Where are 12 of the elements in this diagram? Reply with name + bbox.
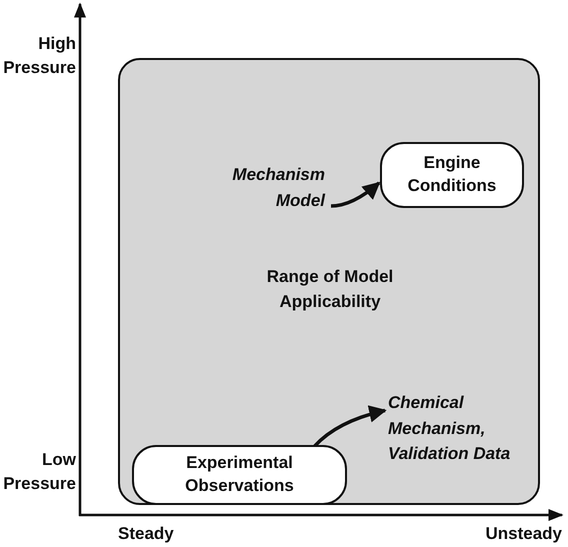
arrow-label: Chemical Mechanism, Validation Data bbox=[388, 390, 548, 472]
axis-label: High Pressure bbox=[2, 33, 76, 79]
conditions-box: Engine Conditions bbox=[380, 142, 524, 208]
axis-label: Steady bbox=[118, 523, 175, 545]
region-title: Range of Model Applicability bbox=[266, 266, 394, 313]
observations-box: Experimental Observations bbox=[132, 445, 347, 505]
axis-label: Unsteady bbox=[484, 523, 562, 545]
curved-arrow bbox=[314, 406, 387, 448]
curved-arrow bbox=[330, 182, 380, 208]
axis-label: Low Pressure bbox=[2, 449, 76, 495]
range-box bbox=[118, 58, 540, 505]
arrow-label: Mechanism Model bbox=[200, 162, 325, 217]
